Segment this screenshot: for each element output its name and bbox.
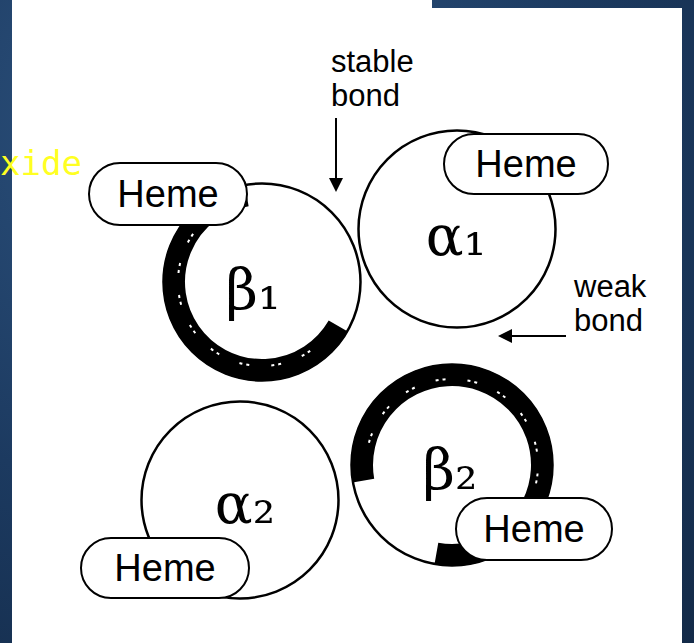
subunit-label: β₂ bbox=[423, 442, 478, 498]
cut-off-title: xide bbox=[0, 146, 82, 180]
subunit-label: α₁ bbox=[426, 208, 486, 264]
heme-pill: Heme bbox=[88, 162, 248, 226]
heme-pill: Heme bbox=[80, 537, 250, 599]
heme-label: Heme bbox=[117, 175, 218, 213]
bond-label: stable bond bbox=[331, 45, 461, 113]
subunit-label: α₂ bbox=[215, 476, 275, 532]
heme-label: Heme bbox=[483, 510, 584, 548]
subunit-label: β₁ bbox=[226, 262, 281, 318]
bond-label: weak bond bbox=[574, 270, 686, 338]
heme-pill: Heme bbox=[455, 497, 613, 561]
heme-label: Heme bbox=[114, 549, 215, 587]
heme-pill: Heme bbox=[443, 133, 609, 195]
heme-label: Heme bbox=[475, 145, 576, 183]
